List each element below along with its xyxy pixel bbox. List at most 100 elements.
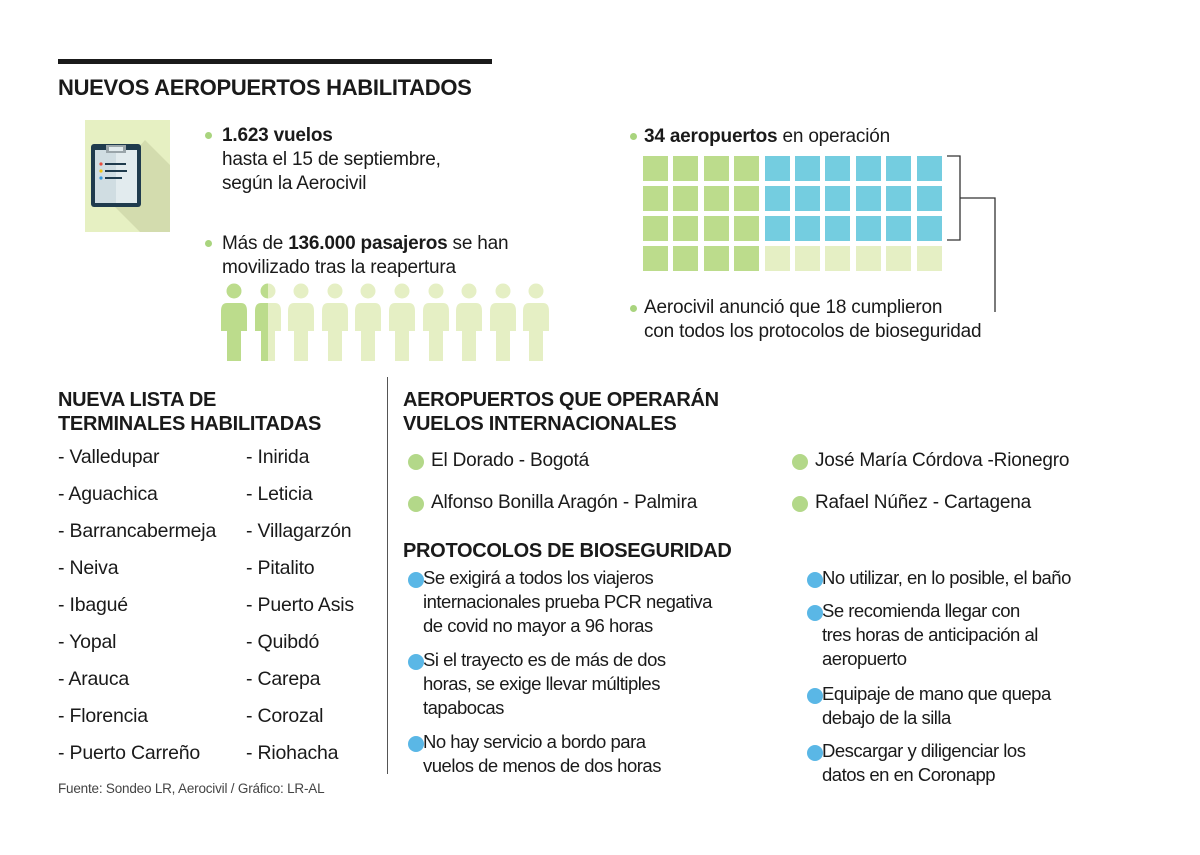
passengers-text: se han [447,233,509,254]
person-icon [489,283,516,361]
passengers-text: Más de [222,233,289,254]
international-airport: José María Córdova -Rionegro [815,450,1070,471]
protocol-line: vuelos de menos de dos horas [423,755,661,776]
page-title: NUEVOS AEROPUERTOS HABILITADOS [58,75,472,100]
bullet-icon [807,745,823,761]
grid-cell-blue [855,156,881,181]
bullet-icon [205,240,212,247]
protocol-line: Se recomienda llegar con [822,600,1020,621]
person-icon [389,283,415,361]
grid-cell-blue [886,156,912,181]
protocol-line: No utilizar, en lo posible, el baño [822,567,1071,588]
airports-note: Aerocivil anunció que 18 cumplieron con … [644,296,982,344]
grid-cell-blue [795,186,820,211]
terminal-item: - Ibagué [58,594,128,616]
airports-text: en operación [777,126,891,147]
protocol-item: Se exigirá a todos los viajeros internaci… [423,566,712,638]
international-heading: AEROPUERTOS QUE OPERARÁN VUELOS INTERNAC… [403,388,719,436]
grid-cell-blue [825,156,851,181]
protocol-line: Se exigirá a todos los viajeros [423,567,654,588]
protocol-line: horas, se exige llevar múltiples [423,673,660,694]
bracket-connector [947,155,996,312]
person-icon [254,283,281,361]
flights-stat: 1.623 vuelos hasta el 15 de septiembre, … [222,124,441,196]
person-icon [422,283,449,361]
bullet-icon [205,132,212,139]
protocol-line: tres horas de anticipación al [822,624,1038,645]
grid-cell-green [643,216,668,241]
bullet-icon [792,496,808,512]
heading-line: AEROPUERTOS QUE OPERARÁN [403,389,719,411]
grid-cell-blue [886,216,912,241]
protocol-item: Se recomienda llegar con tres horas de an… [822,599,1038,671]
terminal-item: - Pitalito [246,557,315,579]
person-icon [221,283,247,361]
grid-cell-empty [886,246,912,271]
airports-stat: 34 aeropuertos en operación [644,125,890,149]
note-line: con todos los protocolos de bioseguridad [644,321,982,342]
terminals-heading: NUEVA LISTA DE TERMINALES HABILITADAS [58,388,321,436]
international-airport: Alfonso Bonilla Aragón - Palmira [431,492,698,513]
clipboard-icon [85,120,170,232]
heading-line: NUEVA LISTA DE [58,389,217,411]
terminal-item: - Barrancabermeja [58,520,217,542]
grid-cell-blue [825,186,851,211]
grid-cell-blue [764,216,790,241]
person-icon [321,283,348,361]
grid-cell-green [703,246,729,271]
terminal-item: - Carepa [246,668,321,690]
protocol-line: tapabocas [423,697,504,718]
grid-cell-blue [916,216,942,241]
protocol-item: Si el trayecto es de más de dos horas, se… [423,648,666,720]
terminal-item: - Arauca [58,668,130,690]
grid-cell-green [703,156,729,181]
flights-line: hasta el 15 de septiembre, [222,149,441,170]
grid-cell-green [703,186,729,211]
terminal-item: - Aguachica [58,483,158,505]
international-airport: El Dorado - Bogotá [431,450,589,471]
protocol-line: Equipaje de mano que quepa [822,683,1051,704]
grid-cell-green [734,186,760,211]
passengers-count: 136.000 pasajeros [288,233,448,254]
bullet-icon [408,454,424,470]
person-icon [456,283,483,361]
terminal-item: - Valledupar [58,446,160,468]
grid-cell-green [673,216,699,241]
protocol-line: debajo de la silla [822,707,951,728]
terminal-item: - Corozal [246,705,324,727]
grid-cell-green [703,216,729,241]
grid-cell-blue [764,156,790,181]
person-icon [288,283,315,361]
terminal-item: - Riohacha [246,742,339,764]
protocol-line: Si el trayecto es de más de dos [423,649,666,670]
flights-line: según la Aerocivil [222,173,367,194]
person-icon [523,283,550,361]
grid-cell-green [673,246,699,271]
protocol-item: Equipaje de mano que quepa debajo de la s… [822,682,1051,730]
terminal-item: - Neiva [58,557,119,579]
terminal-item: - Leticia [246,483,313,505]
bullet-icon [408,496,424,512]
bullet-icon [807,572,823,588]
bullet-icon [807,688,823,704]
protocols-heading: PROTOCOLOS DE BIOSEGURIDAD [403,540,732,562]
grid-cell-empty [795,246,820,271]
terminal-item: - Inirida [246,446,310,468]
passengers-stat: Más de 136.000 pasajeros se han moviliza… [222,232,509,280]
airports-count: 34 aeropuertos [644,126,778,147]
person-icon [355,283,382,361]
international-airport: Rafael Núñez - Cartagena [815,492,1031,513]
bullet-icon [807,605,823,621]
grid-cell-green [734,246,760,271]
note-line: Aerocivil anunció que 18 cumplieron [644,297,943,318]
column-divider [387,377,388,774]
terminal-item: - Villagarzón [246,520,352,542]
protocol-line: de covid no mayor a 96 horas [423,615,653,636]
source-note: Fuente: Sondeo LR, Aerocivil / Gráfico: … [58,781,325,796]
terminal-item: - Puerto Carreño [58,742,201,764]
grid-cell-blue [764,186,790,211]
terminal-item: - Quibdó [246,631,320,653]
protocol-line: internacionales prueba PCR negativa [423,591,712,612]
